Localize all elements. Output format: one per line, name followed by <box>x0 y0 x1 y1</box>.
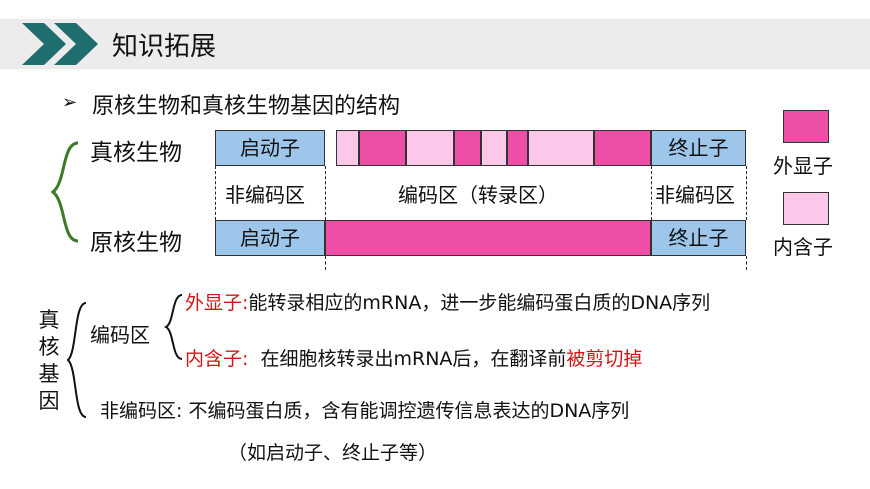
chevron-arrows-icon <box>22 23 98 65</box>
noncoding-left-label: 非编码区 <box>225 183 305 207</box>
title-bar <box>0 19 870 69</box>
eukaryote-label: 真核生物 <box>90 140 182 166</box>
exon-segment <box>507 130 528 166</box>
section-heading: 原核生物和真核生物基因的结构 <box>92 94 401 119</box>
gene-brace-icon <box>66 302 87 418</box>
eukaryote-terminator: 终止子 <box>651 130 746 166</box>
exon-note: 外显子:能转录相应的mRNA，进一步能编码蛋白质的DNA序列 <box>185 292 711 314</box>
coding-brace-icon <box>163 294 183 360</box>
legend-exon-swatch <box>783 110 829 143</box>
prokaryote-terminator: 终止子 <box>651 220 746 256</box>
noncoding-example: （如启动子、终止子等） <box>228 442 438 464</box>
divider-dashed <box>325 166 326 220</box>
intron-segment <box>336 130 359 166</box>
intron-segment <box>406 130 454 166</box>
divider-dashed <box>325 256 326 270</box>
divider-dashed <box>746 166 747 220</box>
bullet-arrow-icon: ➢ <box>62 92 78 113</box>
legend-exon-label: 外显子 <box>773 154 833 178</box>
exon-segment <box>594 130 651 166</box>
divider-dashed <box>746 256 747 270</box>
intron-segment <box>481 130 507 166</box>
legend-intron-swatch <box>783 192 829 225</box>
legend-intron-label: 内含子 <box>773 235 833 259</box>
gene-vertical-label: 真 核 基 因 <box>38 308 60 413</box>
intron-note: 内含子: 在细胞核转录出mRNA后，在翻译前被剪切掉 <box>185 348 643 370</box>
divider-dashed <box>215 166 216 220</box>
coding-region-label: 编码区（转录区） <box>398 183 558 207</box>
exon-segment <box>359 130 406 166</box>
prokaryote-promoter: 启动子 <box>215 220 325 256</box>
page-title: 知识拓展 <box>112 32 217 62</box>
intron-segment <box>528 130 594 166</box>
left-brace-icon <box>50 141 79 243</box>
exon-segment <box>454 130 481 166</box>
prokaryote-label: 原核生物 <box>90 230 182 256</box>
noncoding-note: 非编码区: 不编码蛋白质，含有能调控遗传信息表达的DNA序列 <box>100 400 630 422</box>
noncoding-right-label: 非编码区 <box>655 183 735 207</box>
divider-dashed <box>651 166 652 220</box>
eukaryote-promoter: 启动子 <box>215 130 325 166</box>
prokaryote-coding-segment <box>325 220 651 256</box>
coding-label: 编码区 <box>90 323 150 347</box>
